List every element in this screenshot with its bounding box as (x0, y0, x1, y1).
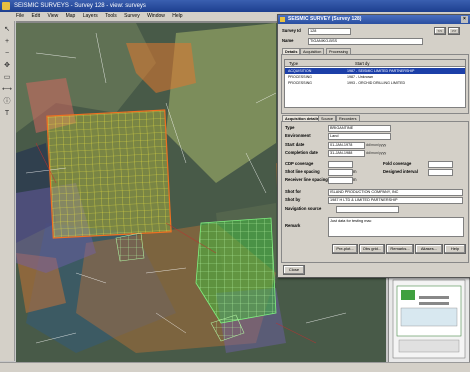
fold-coverage-field[interactable] (428, 161, 453, 168)
zoom-in-icon[interactable]: + (4, 38, 10, 45)
environment-label: Environment (285, 133, 311, 138)
completion-date-field[interactable]: 31-JAN-1988 (328, 150, 365, 157)
menu-bar: File Edit View Map Layers Tools Survey W… (0, 12, 470, 21)
environment-field[interactable]: Land (328, 133, 391, 140)
fold-coverage-label: Fold coverage (383, 161, 412, 166)
next-record-button[interactable]: >> (448, 27, 460, 35)
start-date-label: Start date (285, 142, 305, 147)
map-drawing (16, 23, 386, 363)
tab-processing[interactable]: Processing (326, 48, 351, 55)
shot-by-label: Shot by (285, 197, 301, 202)
list-item-desc: 1987 - Unknown (347, 75, 374, 79)
zoom-out-icon[interactable]: − (4, 50, 10, 57)
designed-interval-label: Designed interval (383, 169, 418, 174)
app-title: SEISMIC SURVEYS - Survey 128 - view: sur… (14, 3, 146, 9)
list-item-type: PROCESSING (288, 75, 312, 79)
shot-for-label: Shot for (285, 189, 302, 194)
overview-minimap[interactable] (388, 275, 470, 363)
top-ruler (16, 21, 386, 23)
tab-recorders[interactable]: Recorders (336, 115, 360, 122)
aliases-button[interactable]: Aliases... (415, 244, 443, 254)
start-date-field[interactable]: 01-JAN-1978 (328, 142, 365, 149)
remark-textarea[interactable]: Just data for testing mac (328, 217, 464, 237)
receiver-unit: m (353, 177, 357, 182)
menu-help[interactable]: Help (172, 13, 183, 19)
tab-details[interactable]: Details (282, 48, 301, 55)
prev-record-button[interactable]: << (434, 27, 446, 35)
acquisition-panel (281, 121, 469, 263)
details-panel (281, 54, 469, 114)
completion-date-hint: dd/mon/yyyy (366, 151, 387, 155)
close-button[interactable]: Close (283, 265, 305, 275)
cdp-coverage-label: CDP coverage (285, 161, 314, 166)
remark-label: Remark (285, 223, 301, 228)
text-icon[interactable]: T (4, 110, 10, 117)
left-toolbar: ↖ + − ✥ ▭ ⟷ ⓘ T (0, 21, 15, 361)
list-item-type: ACQUISITION (288, 69, 312, 73)
list-item[interactable]: PROCESSING 1987 - Unknown (285, 74, 465, 80)
list-item-desc: 1993 - ORCHID DRILLING LIMITED (347, 81, 406, 85)
shot-line-spacing-field[interactable] (328, 169, 353, 176)
menu-tools[interactable]: Tools (105, 13, 117, 19)
receiver-line-spacing-field[interactable] (328, 177, 353, 184)
seismic-survey-dialog: SEISMIC SURVEY (Survey 128) × Survey Id … (277, 14, 470, 278)
menu-map[interactable]: Map (65, 13, 76, 19)
navigation-source-field[interactable] (336, 206, 399, 213)
designed-interval-field[interactable] (428, 169, 453, 176)
shot-line-spacing-label: Shot line spacing (285, 169, 320, 174)
receiver-line-spacing-label: Receiver line spacing (285, 177, 328, 182)
map-canvas[interactable] (16, 23, 386, 363)
list-item[interactable]: PROCESSING 1993 - ORCHID DRILLING LIMITE… (285, 80, 465, 86)
survey-id-label: Survey Id (282, 28, 301, 33)
shot-unit: m (353, 169, 357, 174)
menu-file[interactable]: File (16, 13, 25, 19)
select-icon[interactable]: ▭ (3, 74, 11, 81)
tab-acquisition[interactable]: Acquisition (300, 48, 325, 55)
menu-edit[interactable]: Edit (31, 13, 41, 19)
navigation-source-label: Navigation source (285, 206, 322, 211)
help-button[interactable]: Help (444, 244, 466, 254)
col-type-header: Type (289, 61, 299, 66)
name-label: Name (282, 38, 294, 43)
shot-by-field[interactable]: 1987 H LTD & LIMITED PARTNERSHIP (328, 197, 463, 204)
obs-grid-button[interactable]: Obs grid... (359, 244, 385, 254)
remarks-button[interactable]: Remarks... (386, 244, 414, 254)
cdp-coverage-field[interactable] (328, 161, 353, 168)
survey-id-field[interactable]: 128 (308, 28, 351, 35)
name-field[interactable]: TIGANIKO-BSS (308, 38, 423, 45)
close-icon[interactable]: × (461, 16, 468, 23)
start-date-hint: dd/mon/yyyy (366, 143, 387, 147)
minimap-drawing (392, 279, 466, 359)
tab-source[interactable]: Source (318, 115, 337, 122)
app-logo-icon (2, 2, 10, 10)
menu-layers[interactable]: Layers (82, 13, 98, 19)
dialog-title: SEISMIC SURVEY (Survey 128) (288, 16, 362, 22)
menu-view[interactable]: View (47, 13, 59, 19)
status-bar (0, 362, 470, 372)
pan-icon[interactable]: ✥ (4, 62, 10, 69)
pointer-icon[interactable]: ↖ (4, 26, 10, 33)
menu-window[interactable]: Window (147, 13, 165, 19)
measure-icon[interactable]: ⟷ (2, 86, 13, 93)
list-item-type: PROCESSING (288, 81, 312, 85)
title-bar: SEISMIC SURVEYS - Survey 128 - view: sur… (0, 0, 470, 12)
menu-survey[interactable]: Survey (124, 13, 140, 19)
dialog-app-icon (280, 17, 285, 22)
pre-plot-button[interactable]: Pre-plot... (332, 244, 358, 254)
shot-for-field[interactable]: ISLAND PRODUCTION COMPANY, INC (328, 189, 463, 196)
type-field[interactable]: BRIGANTINE (328, 125, 391, 132)
list-item-desc: 1987 - SEISMIC LIMITED PARTNERSHIP (347, 69, 415, 73)
completion-date-label: Completion date (285, 150, 318, 155)
col-start-header: Start dy (355, 61, 370, 66)
info-icon[interactable]: ⓘ (3, 98, 11, 105)
type-label: Type (285, 125, 295, 130)
survey-record-list[interactable]: ACQUISITION 1987 - SEISMIC LIMITED PARTN… (284, 66, 466, 108)
list-item[interactable]: ACQUISITION 1987 - SEISMIC LIMITED PARTN… (285, 68, 465, 74)
dialog-title-bar: SEISMIC SURVEY (Survey 128) × (278, 15, 470, 24)
